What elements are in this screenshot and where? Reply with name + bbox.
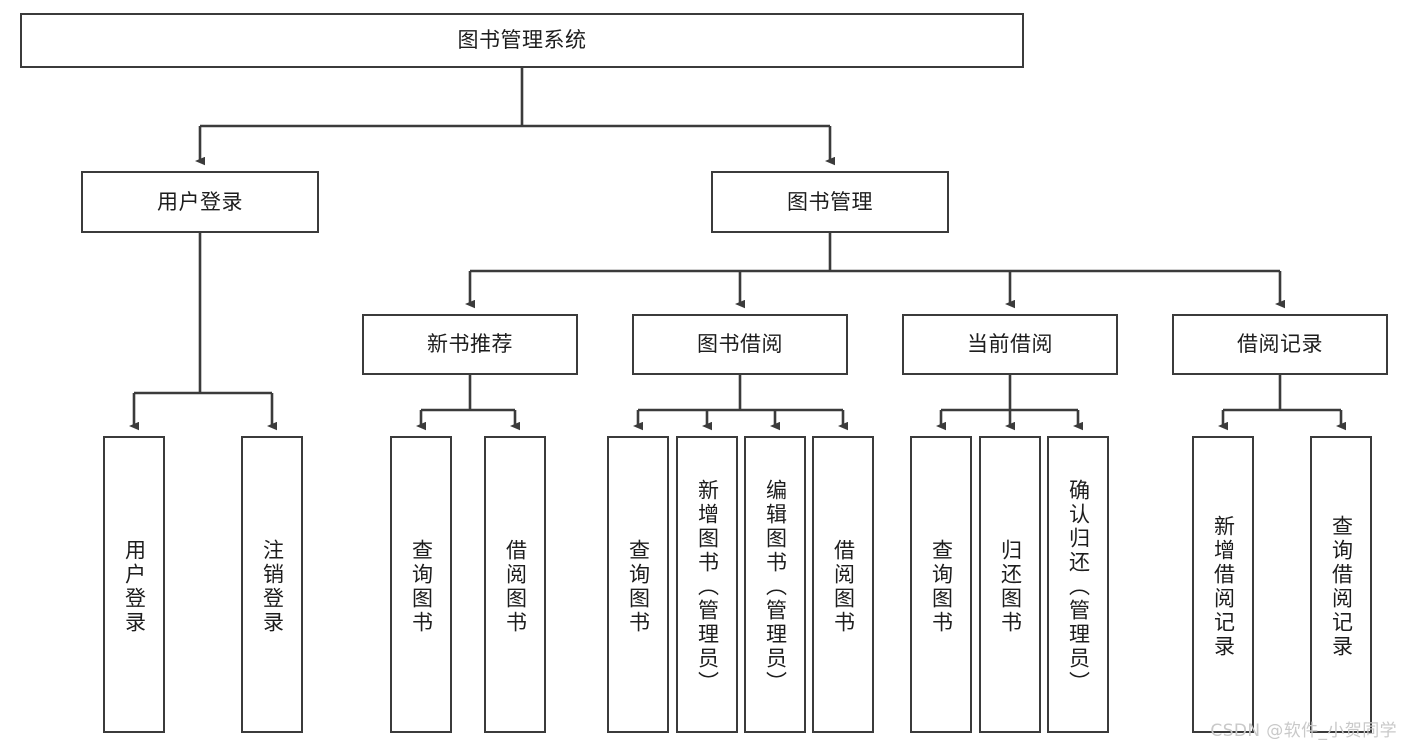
- node-label: 借阅记录: [1237, 332, 1323, 357]
- node-label: 归还图书: [998, 538, 1023, 635]
- node-label: 借阅图书: [503, 538, 528, 635]
- node-leaf-query-record[interactable]: 查询借阅记录: [1310, 436, 1372, 733]
- node-label: 新增借阅记录: [1211, 514, 1236, 659]
- node-label: 编辑图书（管理员）: [763, 478, 788, 695]
- node-leaf-borrow-book-1[interactable]: 借阅图书: [484, 436, 546, 733]
- node-label: 查询图书: [626, 538, 651, 635]
- node-label: 确认归还（管理员）: [1066, 478, 1091, 695]
- node-label: 新书推荐: [427, 332, 513, 357]
- node-book-borrow[interactable]: 图书借阅: [632, 314, 848, 375]
- node-new-book-rec[interactable]: 新书推荐: [362, 314, 578, 375]
- node-leaf-confirm-return[interactable]: 确认归还（管理员）: [1047, 436, 1109, 733]
- node-leaf-return-book[interactable]: 归还图书: [979, 436, 1041, 733]
- node-book-manage[interactable]: 图书管理: [711, 171, 949, 233]
- node-leaf-edit-book[interactable]: 编辑图书（管理员）: [744, 436, 806, 733]
- node-leaf-query-book-3[interactable]: 查询图书: [910, 436, 972, 733]
- node-user-login[interactable]: 用户登录: [81, 171, 319, 233]
- watermark-label: CSDN @软件_小贺同学: [1210, 721, 1397, 741]
- node-label: 图书管理: [787, 189, 873, 214]
- node-leaf-add-record[interactable]: 新增借阅记录: [1192, 436, 1254, 733]
- node-label: 查询借阅记录: [1329, 514, 1354, 659]
- node-label: 注销登录: [260, 538, 285, 635]
- node-label: 借阅图书: [831, 538, 856, 635]
- node-label: 图书管理系统: [457, 28, 587, 53]
- node-leaf-add-book[interactable]: 新增图书（管理员）: [676, 436, 738, 733]
- node-label: 新增图书（管理员）: [695, 478, 720, 695]
- node-label: 用户登录: [157, 189, 243, 214]
- node-leaf-user-login[interactable]: 用户登录: [103, 436, 165, 733]
- node-label: 当前借阅: [967, 332, 1053, 357]
- node-leaf-borrow-book-2[interactable]: 借阅图书: [812, 436, 874, 733]
- node-leaf-user-logout[interactable]: 注销登录: [241, 436, 303, 733]
- node-current-borrow[interactable]: 当前借阅: [902, 314, 1118, 375]
- node-label: 查询图书: [929, 538, 954, 635]
- node-label: 图书借阅: [697, 332, 783, 357]
- node-root[interactable]: 图书管理系统: [20, 13, 1024, 68]
- node-label: 查询图书: [409, 538, 434, 635]
- node-borrow-record[interactable]: 借阅记录: [1172, 314, 1388, 375]
- node-leaf-query-book-1[interactable]: 查询图书: [390, 436, 452, 733]
- node-leaf-query-book-2[interactable]: 查询图书: [607, 436, 669, 733]
- node-label: 用户登录: [122, 538, 147, 635]
